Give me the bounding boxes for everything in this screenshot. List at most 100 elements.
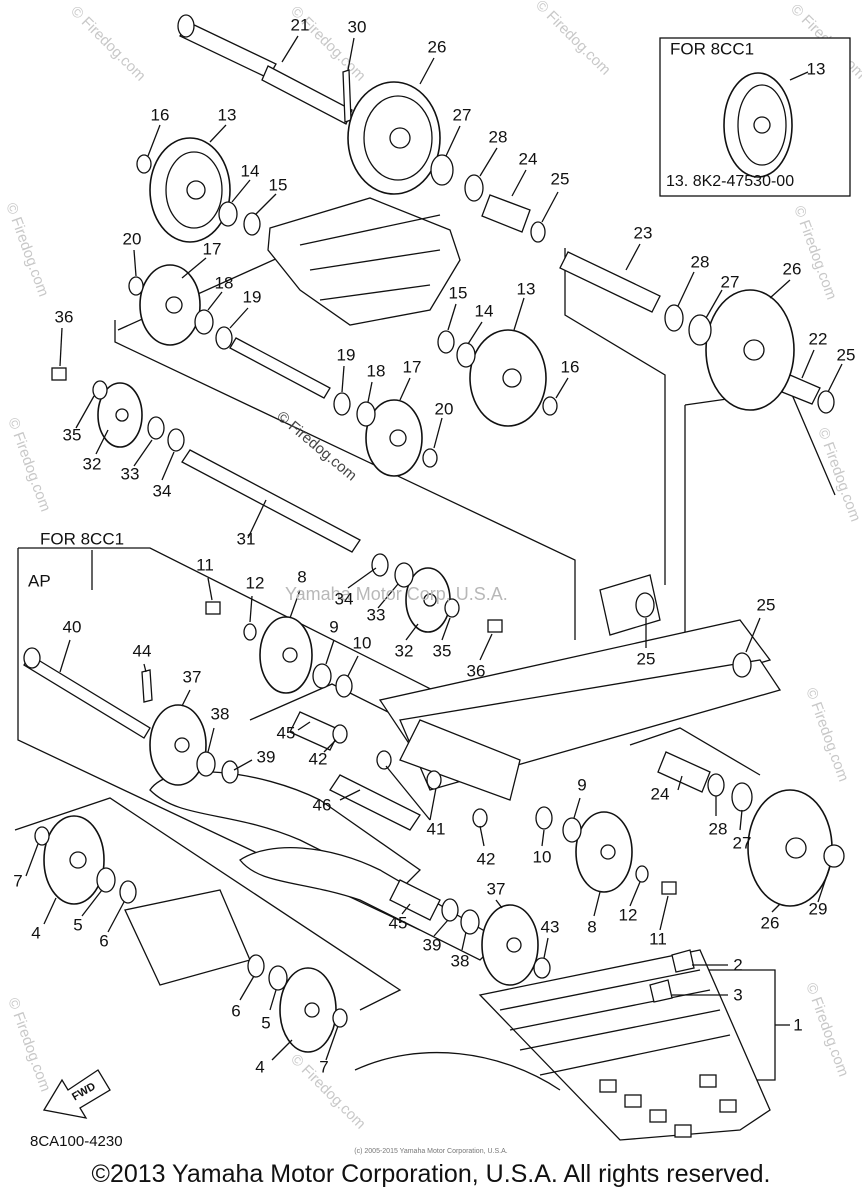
wheel-13-upper (149, 137, 231, 243)
circlip-10-lower (535, 806, 553, 830)
leader-33b (377, 583, 399, 609)
wheels (43, 81, 833, 1053)
bearing-5-upper (96, 867, 116, 893)
washer-25-middle (635, 592, 655, 618)
callout-30: 30 (348, 17, 367, 36)
nut-29 (823, 844, 845, 868)
callout-28a: 28 (489, 127, 508, 146)
callout-25a: 25 (551, 169, 570, 188)
collar-46 (329, 774, 421, 831)
leader-42b (479, 825, 485, 847)
callout-25d: 25 (637, 649, 656, 668)
callout-15b: 15 (449, 283, 468, 302)
callout-25c: 25 (757, 595, 776, 614)
callout-4a: 4 (31, 923, 40, 942)
callout-3: 3 (733, 985, 742, 1004)
leader-5a (81, 889, 103, 917)
washer-25-lower (732, 652, 752, 678)
callout-16b: 16 (561, 357, 580, 376)
cap-16-middle (542, 396, 558, 416)
callout-45b: 45 (389, 913, 408, 932)
clip-part-3 (649, 979, 673, 1003)
nut-12-upper (243, 623, 257, 641)
washer-42-lower (472, 808, 488, 828)
watermark-top-left: © Firedog.com (67, 3, 149, 85)
bearing-14-middle (456, 342, 476, 368)
leader-27b (705, 289, 723, 319)
leader-15b (447, 303, 457, 331)
bracket-rear-upper-left (564, 248, 666, 585)
callout-13b: 13 (517, 279, 536, 298)
callout-20a: 20 (123, 229, 142, 248)
shaft-23 (559, 251, 661, 313)
track-belt (478, 949, 771, 1141)
wheel-32-upper-hub (115, 408, 129, 422)
wheel-32-lower-hub (423, 593, 437, 607)
circlip-10-upper (335, 674, 353, 698)
leader-16a (147, 124, 161, 157)
leader-32b (405, 623, 419, 641)
circlip-34-upper (167, 428, 185, 452)
seal-28-lower (707, 773, 725, 797)
wheel-17-upper-hub (165, 296, 183, 314)
circlip-19-middle (333, 392, 351, 416)
suspension-frame (124, 197, 782, 986)
wheel-13-upper-hub (186, 180, 206, 200)
circlip-6-lower (247, 954, 265, 978)
leader-28b (677, 271, 695, 307)
washer-35-lower (444, 598, 460, 618)
leader-12a (249, 595, 253, 623)
callout-20b: 20 (435, 399, 454, 418)
leader-22 (801, 349, 815, 379)
leader-37a (181, 689, 191, 707)
leader-17b (399, 377, 411, 401)
bearing-27-upper (430, 154, 454, 186)
callout-16a: 16 (151, 105, 170, 124)
callout-14a: 14 (241, 161, 260, 180)
washer-35-upper (92, 380, 108, 400)
leader-39b (433, 919, 449, 937)
cap-20-middle (422, 448, 438, 468)
leader-10a (347, 655, 359, 677)
callout-10a: 10 (353, 633, 372, 652)
fwd-arrow-icon: FWD (42, 1069, 111, 1119)
collar-41-b (426, 770, 442, 790)
wheel-26-lower (747, 789, 833, 907)
watermark-left-upper: © Firedog.com (2, 201, 52, 299)
fwd-arrow-shape (42, 1069, 111, 1119)
callout-14b: 14 (475, 301, 494, 320)
callout-35b: 35 (433, 641, 452, 660)
shaft-31 (181, 449, 361, 553)
inset-wheel-hub (753, 116, 771, 134)
leader-26c (771, 903, 781, 913)
callout-18a: 18 (215, 273, 234, 292)
bracket-ap-top (18, 547, 557, 753)
wheel-37-lower-hub (506, 937, 522, 953)
bearing-33-upper (147, 416, 165, 440)
callout-25b: 25 (837, 345, 856, 364)
callout-21: 21 (291, 15, 310, 34)
leader-27a (445, 125, 461, 157)
callout-38b: 38 (451, 951, 470, 970)
callout-8b: 8 (587, 917, 596, 936)
callout-26a: 26 (428, 37, 447, 56)
callout-12a: 12 (246, 573, 265, 592)
callout-18b: 18 (367, 361, 386, 380)
circlip-15-middle (437, 330, 455, 354)
callout-23: 23 (634, 223, 653, 242)
callout-9a: 9 (329, 617, 338, 636)
leader-4a (43, 897, 57, 925)
wheel-13-middle-hub (502, 368, 522, 388)
wheel-26-lower-hub (785, 837, 807, 859)
leader-43 (543, 937, 549, 959)
small-hardware (34, 154, 845, 1028)
leader-45a (297, 721, 311, 731)
bearing-38-lower (460, 909, 480, 935)
leader-26a (419, 57, 435, 85)
shafts (23, 14, 821, 921)
wheel-26-upper-hub (389, 127, 411, 149)
wheel-8-lower (575, 811, 633, 893)
cap-20-upper (128, 276, 144, 296)
wheel-8-upper (259, 616, 313, 694)
wheel-37-upper-hub (174, 737, 190, 753)
